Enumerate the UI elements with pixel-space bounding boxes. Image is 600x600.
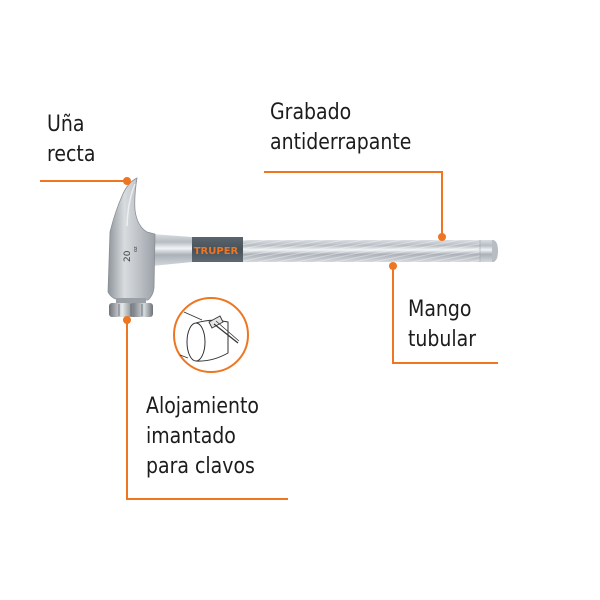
weight-unit: oz xyxy=(133,246,139,252)
callout-dot-magnet xyxy=(123,316,131,324)
callout-handle-line-1: Mango xyxy=(408,297,472,322)
callout-claw-line-1: Uña xyxy=(47,112,85,137)
callout-dot-grip xyxy=(438,233,446,241)
callout-claw-line-2: recta xyxy=(47,142,96,167)
callout-label-handle: Mango tubular xyxy=(408,295,476,355)
callout-line-grip xyxy=(264,171,443,237)
callout-label-magnet: Alojamiento imantado para clavos xyxy=(146,392,259,482)
callout-label-grip: Grabado antiderrapante xyxy=(270,98,411,158)
callout-line-handle xyxy=(392,266,498,364)
striking-face xyxy=(109,298,153,317)
callout-magnet-line-3: para clavos xyxy=(146,454,255,479)
callout-magnet-line-1: Alojamiento xyxy=(146,394,259,419)
callout-magnet-line-2: imantado xyxy=(146,424,236,449)
hammer-head: 20 oz xyxy=(107,177,156,301)
callout-grip-line-1: Grabado xyxy=(270,100,352,125)
magnetic-nail-holder-icon xyxy=(173,297,249,373)
callout-handle-line-2: tubular xyxy=(408,327,477,352)
brand-logo: TRUPER xyxy=(194,246,239,257)
callout-grip-line-2: antiderrapante xyxy=(270,130,412,155)
callout-label-claw: Uña recta xyxy=(47,110,95,170)
callout-line-magnet xyxy=(126,320,288,500)
callout-dot-claw xyxy=(123,177,131,185)
weight-marking: 20 xyxy=(123,250,133,262)
callout-dot-handle xyxy=(389,262,397,270)
grip-band: TRUPER xyxy=(190,237,243,262)
hammer-neck xyxy=(152,234,192,266)
